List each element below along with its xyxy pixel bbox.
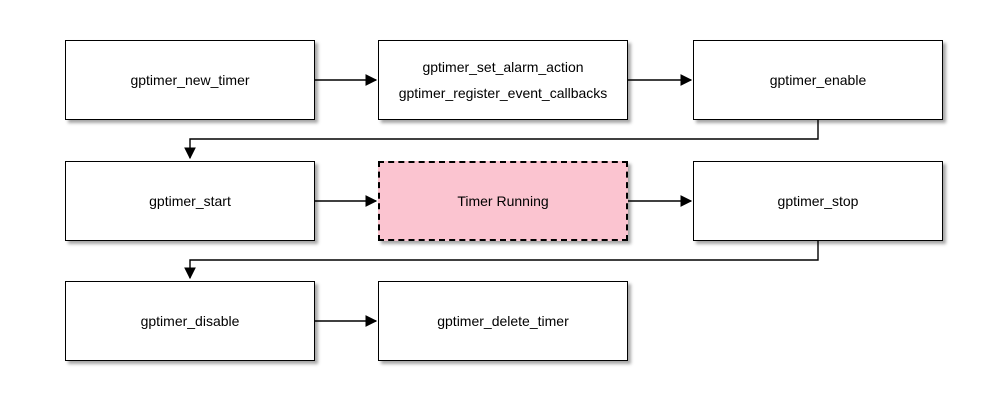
node-gptimer-enable: gptimer_enable — [693, 40, 943, 120]
node-label: gptimer_start — [149, 193, 231, 209]
node-label: gptimer_new_timer — [130, 72, 250, 88]
node-gptimer-set-alarm-and-register-callbacks: gptimer_set_alarm_action gptimer_registe… — [378, 40, 628, 120]
edge-enable-to-start — [184, 120, 819, 160]
node-timer-running-state: Timer Running — [378, 161, 628, 241]
node-label: gptimer_set_alarm_action — [422, 59, 584, 75]
node-gptimer-new-timer: gptimer_new_timer — [65, 40, 315, 120]
node-label: Timer Running — [457, 193, 549, 209]
node-gptimer-start: gptimer_start — [65, 161, 315, 241]
node-gptimer-disable: gptimer_disable — [65, 281, 315, 361]
edge-stop-to-disable — [184, 241, 819, 280]
node-gptimer-stop: gptimer_stop — [693, 161, 943, 241]
node-label: gptimer_stop — [777, 193, 859, 209]
node-label: gptimer_disable — [140, 313, 240, 329]
node-label: gptimer_enable — [769, 72, 867, 88]
node-label: gptimer_register_event_callbacks — [398, 85, 608, 101]
node-gptimer-delete-timer: gptimer_delete_timer — [378, 281, 628, 361]
node-label: gptimer_delete_timer — [437, 313, 569, 329]
